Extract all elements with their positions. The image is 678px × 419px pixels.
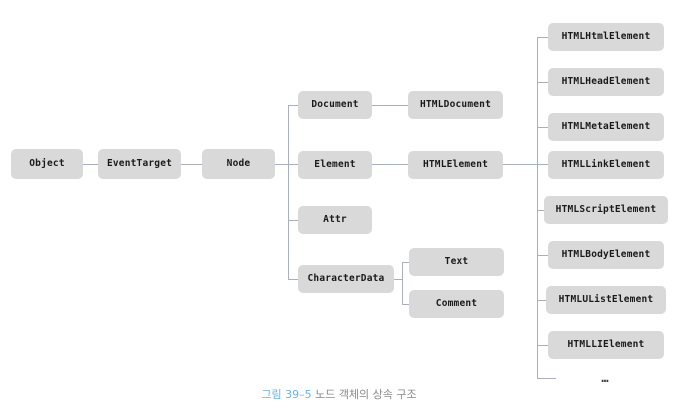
node-box-htmlheadelement[interactable]: HTMLHeadElement	[548, 68, 664, 96]
node-box-htmlhtmlelement[interactable]: HTMLHtmlElement	[548, 23, 664, 51]
node-box-htmlbodyelement[interactable]: HTMLBodyElement	[548, 241, 664, 269]
figure-caption: 그림 39–5 노드 객체의 상속 구조	[0, 387, 678, 403]
node-box-htmlscriptelement[interactable]: HTMLScriptElement	[544, 196, 668, 224]
node-box-attr[interactable]: Attr	[298, 206, 372, 234]
node-box-htmllielement[interactable]: HTMLLIElement	[548, 331, 664, 359]
node-box-htmllinkelement[interactable]: HTMLLinkElement	[548, 151, 664, 179]
node-box-more-ellipsis: …	[601, 371, 611, 385]
node-box-characterdata[interactable]: CharacterData	[298, 265, 394, 293]
node-box-document[interactable]: Document	[298, 91, 372, 119]
node-box-eventtarget[interactable]: EventTarget	[98, 149, 181, 179]
figure-caption-text: 노드 객체의 상속 구조	[315, 388, 417, 401]
node-box-htmldocument[interactable]: HTMLDocument	[408, 91, 503, 119]
node-box-object[interactable]: Object	[11, 149, 83, 179]
node-box-htmlulistelement[interactable]: HTMLUListElement	[546, 286, 666, 314]
node-box-htmlmetaelement[interactable]: HTMLMetaElement	[548, 113, 664, 141]
node-box-htmlelement[interactable]: HTMLElement	[408, 151, 503, 179]
node-box-node[interactable]: Node	[202, 149, 275, 179]
figure-number: 그림 39–5	[261, 388, 312, 401]
node-box-text[interactable]: Text	[409, 248, 504, 276]
node-box-comment[interactable]: Comment	[409, 290, 504, 318]
node-box-element[interactable]: Element	[298, 151, 372, 179]
